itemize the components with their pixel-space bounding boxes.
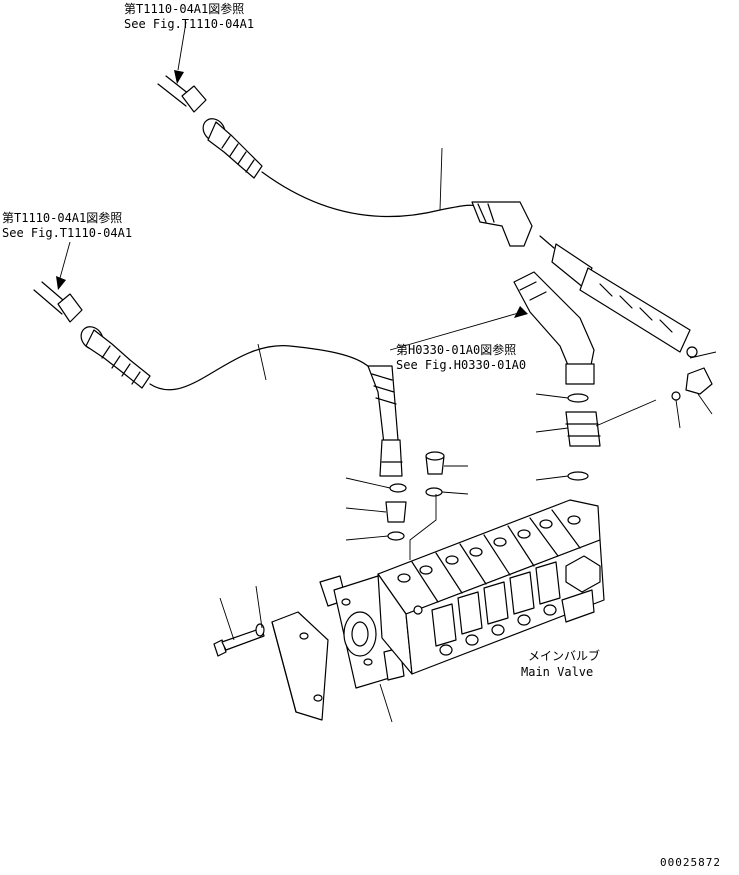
elbow-fitting-group <box>513 271 601 481</box>
top-hose-assembly <box>157 75 713 401</box>
ref-top-jp: 第T1110-04A1図参照 <box>124 2 245 16</box>
main-valve-body <box>377 499 605 675</box>
ref-left-jp: 第T1110-04A1図参照 <box>2 211 123 225</box>
cover-plate <box>271 611 329 721</box>
small-parts <box>213 451 445 657</box>
ref-left-en: See Fig.T1110-04A1 <box>2 226 133 240</box>
left-hose-assembly <box>33 281 403 477</box>
part-label-en: Main Valve <box>521 665 594 679</box>
part-label-jp: メインバルブ <box>528 649 601 663</box>
leader-lines <box>56 21 717 723</box>
end-block <box>319 575 405 689</box>
ref-right-jp: 第H0330-01A0図参照 <box>396 343 517 357</box>
ref-top-en: See Fig.T1110-04A1 <box>124 17 255 31</box>
ref-right-en: See Fig.H0330-01A0 <box>396 358 527 372</box>
drawing-number: 00025872 <box>660 856 721 869</box>
